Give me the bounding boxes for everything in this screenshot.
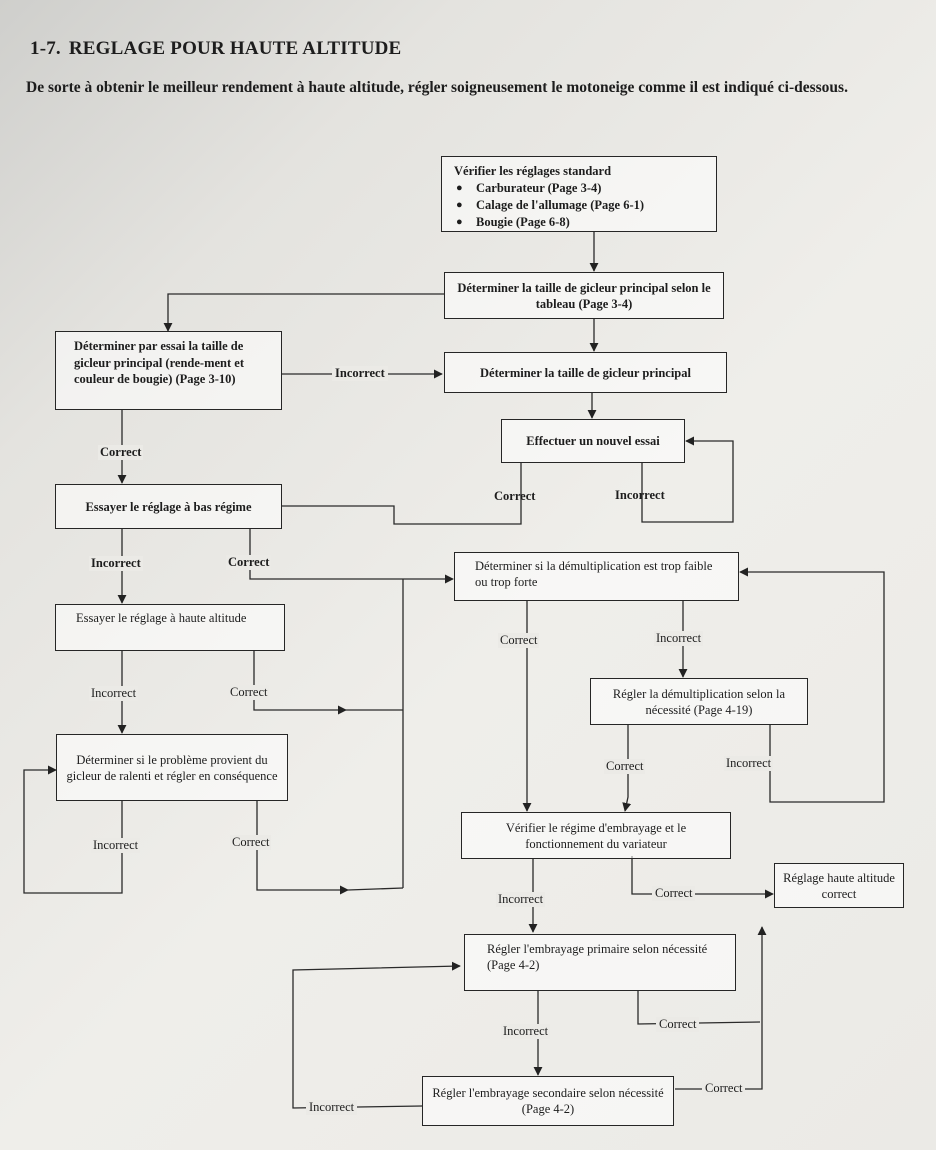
arrow-adjust-correct-to-clutch xyxy=(622,724,632,812)
label-adjust-correct: Correct xyxy=(604,759,646,774)
box-text: Déterminer la taille de gicleur principa… xyxy=(480,365,691,380)
box-check-standard: Vérifier les réglages standard Carburate… xyxy=(441,156,717,232)
arrow-pilot-incorrect-loop xyxy=(23,765,123,894)
box-text: Déterminer la taille de gicleur principa… xyxy=(457,280,711,311)
standard-settings-list: Carburateur (Page 3-4) Calage de l'allum… xyxy=(454,180,704,231)
arrow-pilot-correct xyxy=(256,800,349,895)
list-item: Carburateur (Page 3-4) xyxy=(454,180,704,197)
label-clutch-incorrect: Incorrect xyxy=(496,892,546,907)
label-pilot-correct: Correct xyxy=(230,835,272,850)
page-title: 1-7. REGLAGE POUR HAUTE ALTITUDE xyxy=(30,38,401,60)
box-clutch-check: Vérifier le régime d'embrayage et le fon… xyxy=(461,812,731,859)
intro-text: De sorte à obtenir le meilleur rendement… xyxy=(26,79,848,96)
box-check-standard-title: Vérifier les réglages standard xyxy=(454,164,612,178)
box-text: Vérifier le régime d'embrayage et le fon… xyxy=(505,820,687,851)
list-item: Bougie (Page 6-8) xyxy=(454,214,704,231)
box-secondary-clutch: Régler l'embrayage secondaire selon néce… xyxy=(422,1076,674,1126)
box-text: Réglage haute altitude correct xyxy=(783,870,895,901)
box-text: Effectuer un nouvel essai xyxy=(526,434,660,448)
arrow-high-correct xyxy=(253,650,347,715)
box-text: Essayer le réglage à haute altitude xyxy=(76,611,247,625)
line-newtrial-correct xyxy=(281,462,522,525)
label-secondary-incorrect: Incorrect xyxy=(306,1100,358,1115)
arrow-table-to-trial xyxy=(163,293,444,332)
label-pilot-incorrect: Incorrect xyxy=(91,838,141,853)
label-primary-incorrect: Incorrect xyxy=(501,1024,551,1039)
label-trial-incorrect: Incorrect xyxy=(332,366,388,381)
arrow-secondary-incorrect-loop xyxy=(292,961,461,1109)
arrow-adjust-incorrect-loop xyxy=(739,567,885,803)
box-text: Essayer le réglage à bas régime xyxy=(85,499,252,514)
box-new-trial: Effectuer un nouvel essai xyxy=(501,419,685,463)
section-number: 1-7. xyxy=(30,38,61,59)
label-primary-correct: Correct xyxy=(656,1017,700,1032)
box-determine-jet-table: Déterminer la taille de gicleur principa… xyxy=(444,272,724,319)
label-clutch-correct: Correct xyxy=(652,886,696,901)
list-item: Calage de l'allumage (Page 6-1) xyxy=(454,197,704,214)
box-text: Déterminer par essai la taille de gicleu… xyxy=(74,339,244,386)
label-gear-correct: Correct xyxy=(498,633,540,648)
label-newtrial-correct: Correct xyxy=(494,489,536,503)
box-low-speed: Essayer le réglage à bas régime xyxy=(55,484,282,529)
box-text: Régler l'embrayage primaire selon nécess… xyxy=(487,942,708,972)
label-high-correct: Correct xyxy=(228,685,270,700)
label-gear-incorrect: Incorrect xyxy=(654,631,704,646)
arrow-low-correct-to-gear xyxy=(249,528,454,584)
label-low-incorrect: Incorrect xyxy=(89,556,143,571)
box-final: Réglage haute altitude correct xyxy=(774,863,904,908)
label-adjust-incorrect: Incorrect xyxy=(724,756,774,771)
box-determine-jet-trial: Déterminer par essai la taille de gicleu… xyxy=(55,331,282,410)
arrow-newtrial-incorrect-loop xyxy=(641,436,734,523)
box-gear-ratio-adjust: Régler la démultiplication selon la néce… xyxy=(590,678,808,725)
box-pilot-jet: Déterminer si le problème provient du gi… xyxy=(56,734,288,801)
label-newtrial-incorrect: Incorrect xyxy=(615,488,665,502)
label-secondary-correct: Correct xyxy=(702,1081,746,1096)
line-primary-correct xyxy=(637,990,761,1025)
arrow-clutch-correct-to-final xyxy=(631,856,774,899)
line-pilot-correct-to-collector xyxy=(347,887,404,891)
box-gear-ratio-check: Déterminer si la démultiplication est tr… xyxy=(454,552,739,601)
label-high-incorrect: Incorrect xyxy=(89,686,139,701)
box-determine-jet: Déterminer la taille de gicleur principa… xyxy=(444,352,727,393)
box-text: Déterminer si la démultiplication est tr… xyxy=(475,559,713,589)
box-text: Régler la démultiplication selon la néce… xyxy=(612,686,786,717)
box-high-altitude: Essayer le réglage à haute altitude xyxy=(55,604,285,651)
label-low-correct: Correct xyxy=(226,555,272,570)
box-text: Déterminer si le problème provient du gi… xyxy=(66,752,278,783)
section-title: REGLAGE POUR HAUTE ALTITUDE xyxy=(68,38,402,59)
box-text: Régler l'embrayage secondaire selon néce… xyxy=(432,1086,664,1116)
box-primary-clutch: Régler l'embrayage primaire selon nécess… xyxy=(464,934,736,991)
label-trial-correct: Correct xyxy=(98,445,144,460)
